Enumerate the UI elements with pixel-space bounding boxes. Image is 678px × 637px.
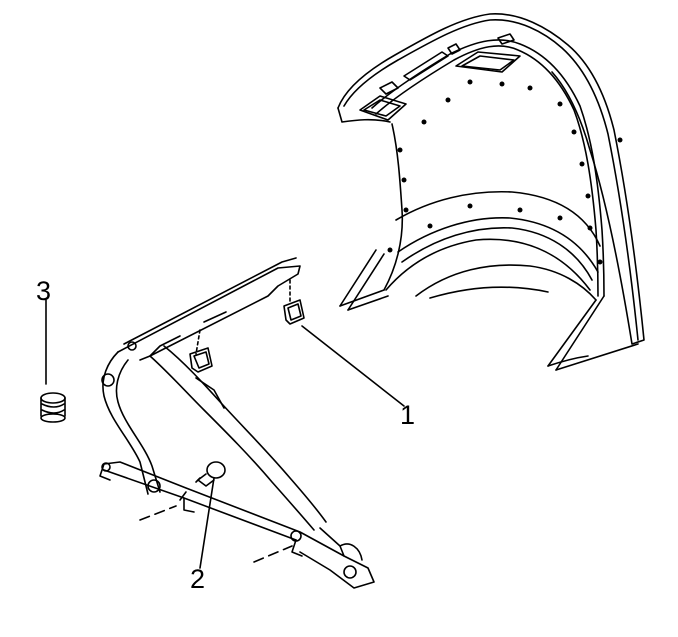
rubber-plug	[40, 392, 66, 423]
callout-3: 3	[36, 276, 52, 306]
hood-rivets	[387, 79, 623, 265]
leader-line-2	[199, 477, 215, 569]
hinge-bumper-front	[189, 329, 213, 373]
hinge-bumper-rear	[283, 279, 305, 325]
callout-1: 1	[400, 400, 416, 430]
hood-hinge	[99, 257, 375, 589]
leader-line-1	[301, 325, 405, 407]
hood-panel	[337, 13, 645, 371]
hinge-bolt	[195, 461, 226, 487]
callout-2: 2	[190, 564, 206, 594]
